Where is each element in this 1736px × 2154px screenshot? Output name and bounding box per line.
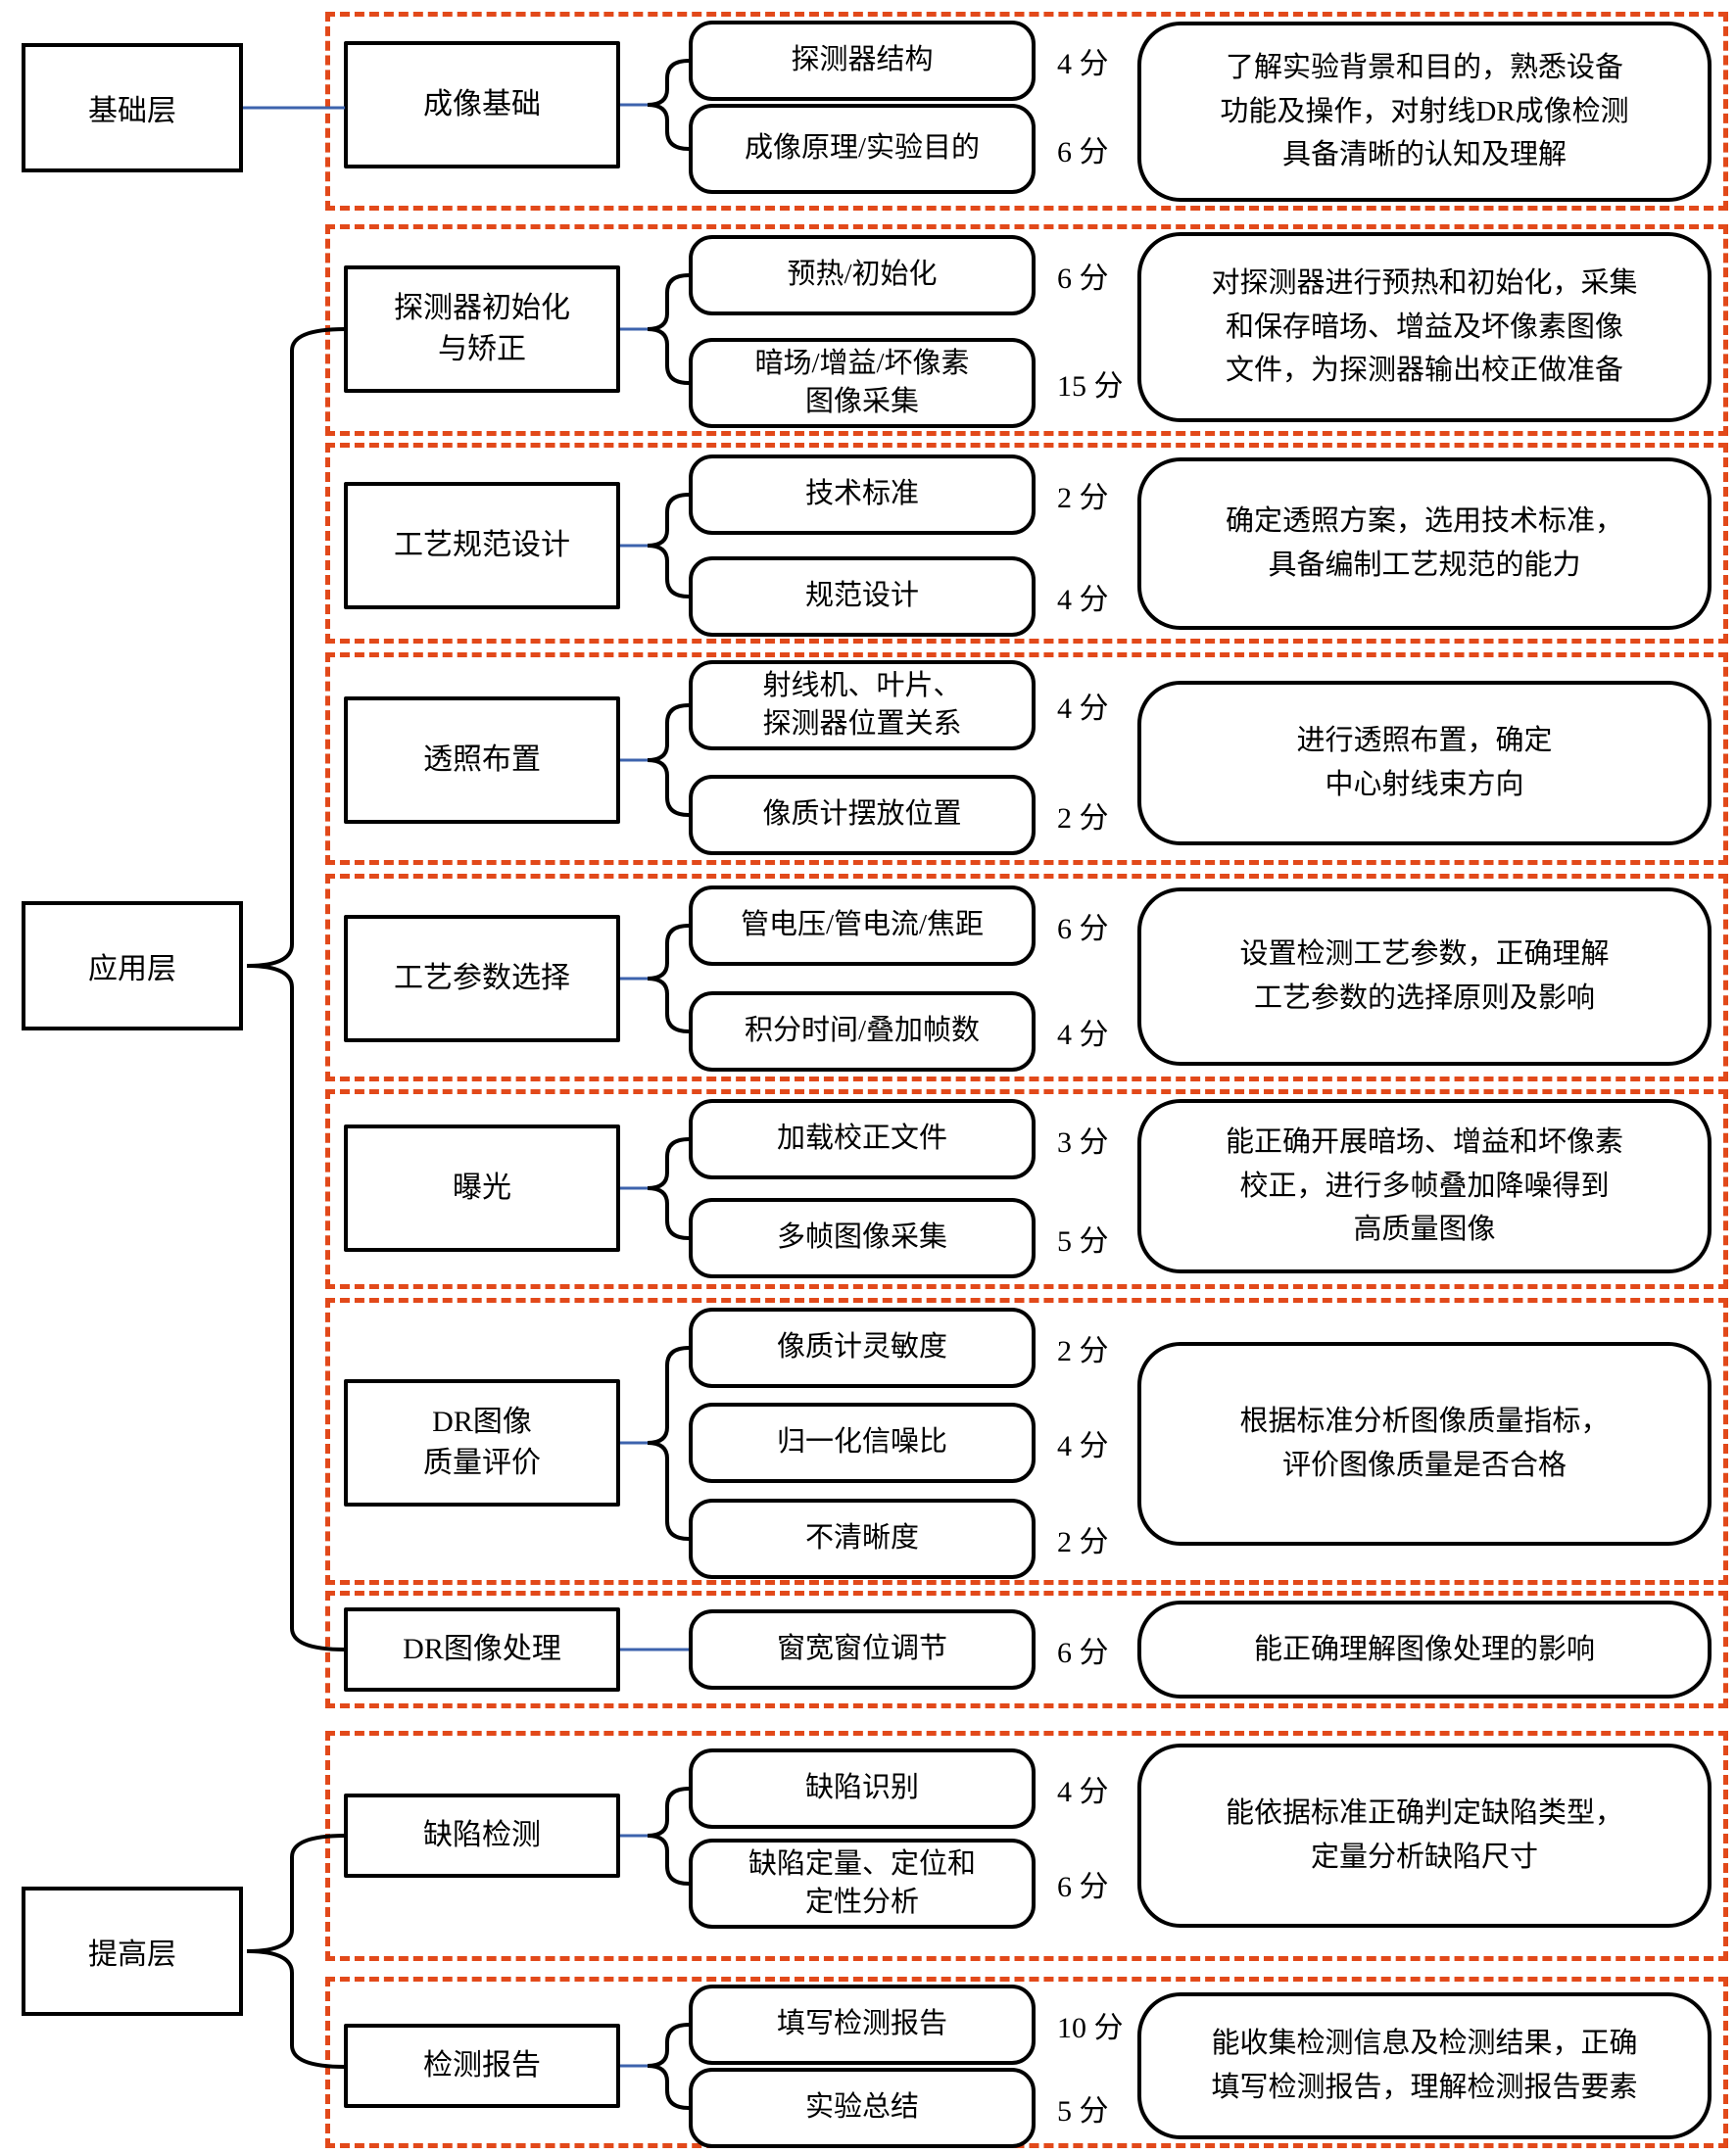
score-label: 6 分 [1057, 136, 1109, 168]
item-box: 积分时间/叠加帧数 [689, 991, 1036, 1072]
layer-label: 应用层 [88, 953, 176, 985]
score-label: 5 分 [1057, 1225, 1109, 1258]
score-label: 5 分 [1057, 2095, 1109, 2128]
group-inspection-report: 检测报告 填写检测报告 10 分 实验总结 5 分 能收集检测信息及检测结果，正… [325, 1977, 1728, 2148]
module-box: DR图像处理 [344, 1607, 620, 1692]
score-label: 6 分 [1057, 913, 1109, 945]
item-box: 不清晰度 [689, 1499, 1036, 1579]
item-box: 归一化信噪比 [689, 1403, 1036, 1483]
score-label: 4 分 [1057, 1019, 1109, 1051]
module-box: 探测器初始化 与矫正 [344, 265, 620, 393]
module-box: DR图像 质量评价 [344, 1379, 620, 1507]
desc-box: 确定透照方案，选用技术标准， 具备编制工艺规范的能力 [1137, 457, 1712, 630]
item-box: 窗宽窗位调节 [689, 1609, 1036, 1690]
layer-label: 提高层 [88, 1939, 176, 1971]
item-box: 规范设计 [689, 556, 1036, 637]
item-box: 管电压/管电流/焦距 [689, 886, 1036, 966]
layer-box-advanced: 提高层 [22, 1887, 243, 2016]
group-defect-detection: 缺陷检测 缺陷识别 4 分 缺陷定量、定位和 定性分析 6 分 能依据标准正确判… [325, 1731, 1728, 1961]
module-box: 工艺参数选择 [344, 915, 620, 1042]
group-exposure: 曝光 加载校正文件 3 分 多帧图像采集 5 分 能正确开展暗场、增益和坏像素 … [325, 1089, 1728, 1289]
group-exposure-layout: 透照布置 射线机、叶片、 探测器位置关系 4 分 像质计摆放位置 2 分 进行透… [325, 652, 1728, 865]
layer-box-foundation: 基础层 [22, 43, 243, 172]
item-box: 填写检测报告 [689, 1985, 1036, 2065]
desc-box: 能收集检测信息及检测结果，正确 填写检测报告，理解检测报告要素 [1137, 1992, 1712, 2139]
desc-box: 对探测器进行预热和初始化，采集 和保存暗场、增益及坏像素图像 文件，为探测器输出… [1137, 232, 1712, 422]
score-label: 2 分 [1057, 1335, 1109, 1367]
item-box: 技术标准 [689, 455, 1036, 535]
desc-box: 进行透照布置，确定 中心射线束方向 [1137, 681, 1712, 845]
module-box: 缺陷检测 [344, 1794, 620, 1878]
score-label: 4 分 [1057, 1776, 1109, 1808]
score-label: 2 分 [1057, 482, 1109, 514]
score-label: 15 分 [1057, 370, 1124, 403]
group-process-parameters: 工艺参数选择 管电压/管电流/焦距 6 分 积分时间/叠加帧数 4 分 设置检测… [325, 874, 1728, 1081]
desc-box: 设置检测工艺参数，正确理解 工艺参数的选择原则及影响 [1137, 887, 1712, 1066]
desc-box: 能正确理解图像处理的影响 [1137, 1601, 1712, 1699]
item-box: 像质计摆放位置 [689, 775, 1036, 855]
desc-box: 能依据标准正确判定缺陷类型， 定量分析缺陷尺寸 [1137, 1744, 1712, 1928]
score-label: 10 分 [1057, 2012, 1124, 2044]
desc-box: 根据标准分析图像质量指标， 评价图像质量是否合格 [1137, 1342, 1712, 1546]
item-box: 缺陷定量、定位和 定性分析 [689, 1839, 1036, 1929]
module-box: 工艺规范设计 [344, 482, 620, 609]
group-detector-init: 探测器初始化 与矫正 预热/初始化 6 分 暗场/增益/坏像素 图像采集 15 … [325, 224, 1728, 436]
item-box: 暗场/增益/坏像素 图像采集 [689, 338, 1036, 428]
group-imaging-basics: 成像基础 探测器结构 4 分 成像原理/实验目的 6 分 了解实验背景和目的，熟… [325, 12, 1728, 211]
score-label: 3 分 [1057, 1126, 1109, 1159]
score-label: 2 分 [1057, 1526, 1109, 1558]
group-image-quality-evaluation: DR图像 质量评价 像质计灵敏度 2 分 归一化信噪比 4 分 不清晰度 2 分… [325, 1298, 1728, 1585]
item-box: 缺陷识别 [689, 1748, 1036, 1829]
score-label: 4 分 [1057, 48, 1109, 80]
score-label: 4 分 [1057, 693, 1109, 725]
item-box: 预热/初始化 [689, 235, 1036, 315]
score-label: 6 分 [1057, 263, 1109, 295]
item-box: 加载校正文件 [689, 1099, 1036, 1179]
item-box: 射线机、叶片、 探测器位置关系 [689, 660, 1036, 750]
score-label: 4 分 [1057, 584, 1109, 616]
item-box: 成像原理/实验目的 [689, 104, 1036, 194]
group-process-spec-design: 工艺规范设计 技术标准 2 分 规范设计 4 分 确定透照方案，选用技术标准， … [325, 443, 1728, 644]
item-box: 探测器结构 [689, 21, 1036, 101]
desc-box: 能正确开展暗场、增益和坏像素 校正，进行多帧叠加降噪得到 高质量图像 [1137, 1099, 1712, 1273]
score-label: 2 分 [1057, 802, 1109, 835]
score-label: 6 分 [1057, 1871, 1109, 1903]
module-box: 检测报告 [344, 2024, 620, 2108]
layer-label: 基础层 [88, 95, 176, 127]
item-box: 实验总结 [689, 2068, 1036, 2148]
score-label: 4 分 [1057, 1430, 1109, 1462]
module-box: 成像基础 [344, 41, 620, 168]
desc-box: 了解实验背景和目的，熟悉设备 功能及操作，对射线DR成像检测 具备清晰的认知及理… [1137, 22, 1712, 202]
item-box: 像质计灵敏度 [689, 1308, 1036, 1388]
group-image-processing: DR图像处理 窗宽窗位调节 6 分 能正确理解图像处理的影响 [325, 1591, 1728, 1708]
module-box: 曝光 [344, 1125, 620, 1252]
module-box: 透照布置 [344, 696, 620, 824]
layer-box-application: 应用层 [22, 901, 243, 1030]
item-box: 多帧图像采集 [689, 1198, 1036, 1278]
score-label: 6 分 [1057, 1637, 1109, 1669]
